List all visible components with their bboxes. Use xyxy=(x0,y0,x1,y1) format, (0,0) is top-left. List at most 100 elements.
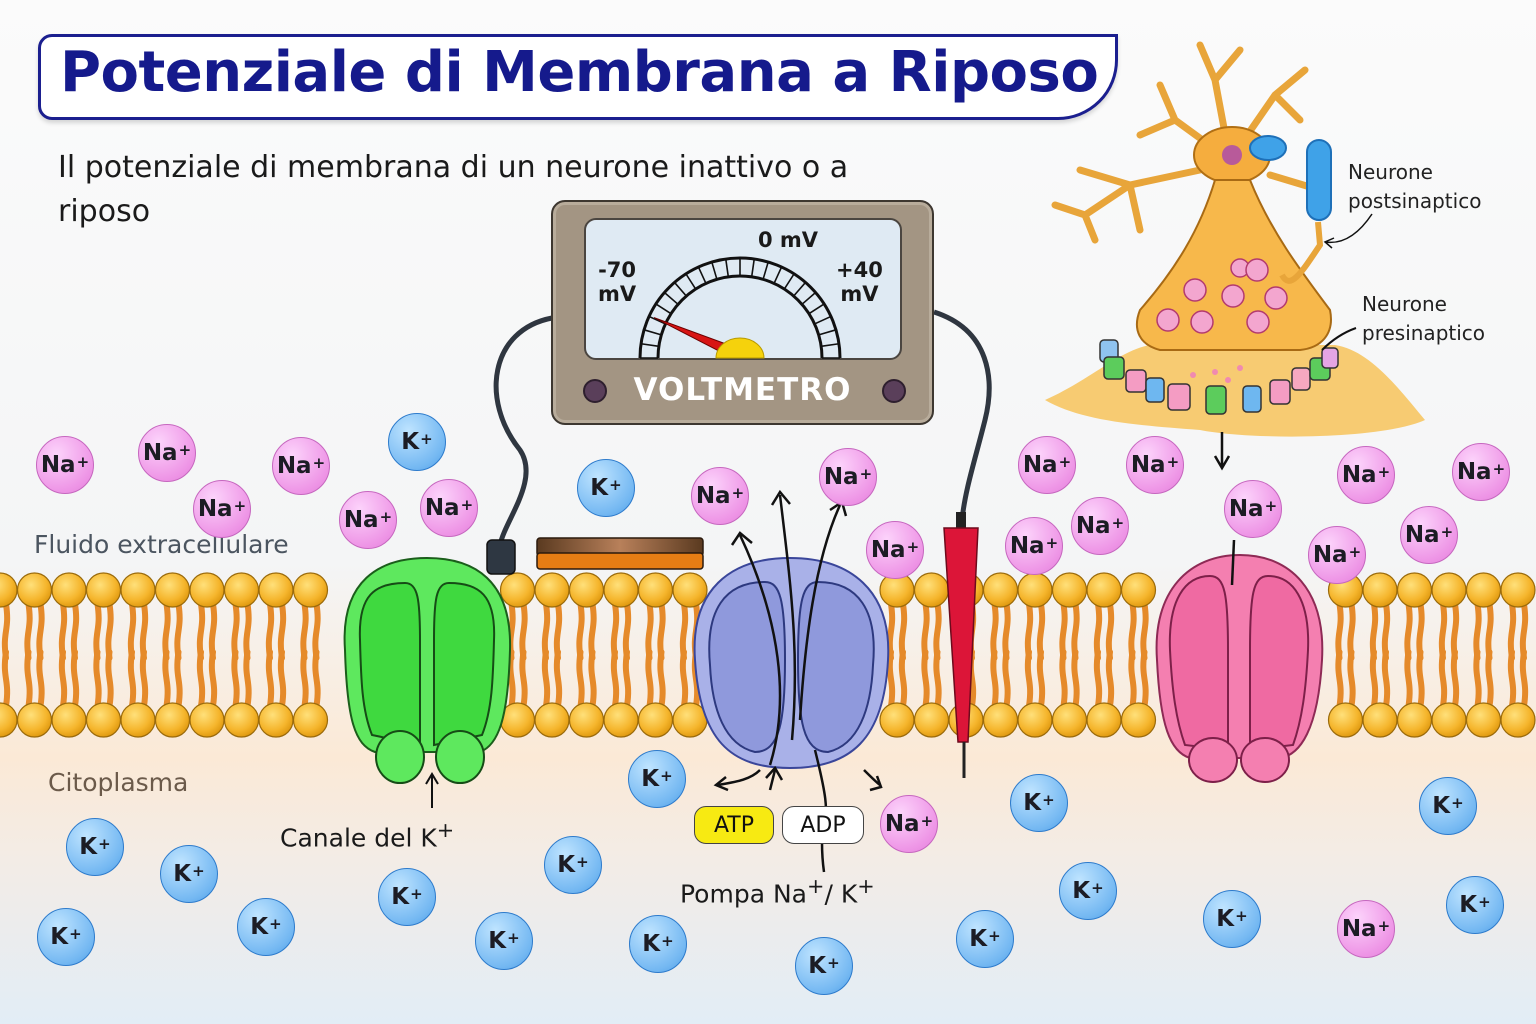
dendrites xyxy=(1051,41,1324,244)
ion-symbol: Na xyxy=(343,507,379,533)
ion-charge: + xyxy=(1111,514,1125,532)
sodium-ion: Na+ xyxy=(1337,446,1395,504)
potassium-ion: K+ xyxy=(577,459,635,517)
ion-charge: + xyxy=(609,476,622,494)
sodium-ion: Na+ xyxy=(138,424,196,482)
ion-charge: + xyxy=(1440,523,1454,541)
ion-symbol: K xyxy=(557,852,576,878)
sodium-ion: Na+ xyxy=(1452,443,1510,501)
ion-charge: + xyxy=(1045,534,1059,552)
gauge-max-label: +40 mV xyxy=(836,258,883,306)
ion-symbol: K xyxy=(1432,793,1451,819)
ion-symbol: Na xyxy=(1009,533,1045,559)
potassium-ion: K+ xyxy=(378,868,436,926)
ion-charge: + xyxy=(312,454,326,472)
ion-symbol: K xyxy=(391,884,410,910)
ion-charge: + xyxy=(660,767,673,785)
voltmeter-knob-right[interactable] xyxy=(882,379,906,403)
label-text: / K xyxy=(824,879,858,909)
ion-symbol: Na xyxy=(1456,459,1492,485)
potassium-ion: K+ xyxy=(795,937,853,995)
voltmeter-wire-left xyxy=(493,315,553,546)
ion-symbol: Na xyxy=(1341,916,1377,942)
potassium-channel-label: Canale del K+ xyxy=(280,818,454,852)
ion-charge: + xyxy=(661,932,674,950)
potassium-ion: K+ xyxy=(628,750,686,808)
ion-charge: + xyxy=(1348,543,1362,561)
charge-sup: + xyxy=(857,874,875,898)
ion-charge: + xyxy=(1377,463,1391,481)
potassium-ion: K+ xyxy=(1010,774,1068,832)
ion-charge: + xyxy=(410,885,423,903)
sodium-ion: Na+ xyxy=(1005,517,1063,575)
ion-symbol: K xyxy=(1072,878,1091,904)
ion-charge: + xyxy=(420,430,433,448)
ion-charge: + xyxy=(1478,893,1491,911)
sodium-ion: Na+ xyxy=(1071,497,1129,555)
ion-symbol: Na xyxy=(870,537,906,563)
ion-symbol: Na xyxy=(823,464,859,490)
potassium-ion: K+ xyxy=(1203,890,1261,948)
ion-symbol: Na xyxy=(424,495,460,521)
ion-symbol: K xyxy=(808,953,827,979)
ion-charge: + xyxy=(988,927,1001,945)
ion-symbol: Na xyxy=(695,483,731,509)
ion-charge: + xyxy=(379,508,393,526)
potassium-ion: K+ xyxy=(1419,777,1477,835)
ion-symbol: K xyxy=(50,924,69,950)
sodium-ion: Na+ xyxy=(420,479,478,537)
ion-symbol: K xyxy=(641,766,660,792)
gauge-min-label: -70 mV xyxy=(598,258,636,306)
potassium-ion: K+ xyxy=(475,912,533,970)
adp-badge: ADP xyxy=(782,806,864,844)
potassium-ion: K+ xyxy=(66,818,124,876)
ion-charge: + xyxy=(827,954,840,972)
ion-charge: + xyxy=(1091,879,1104,897)
ion-symbol: K xyxy=(401,429,420,455)
ion-symbol: K xyxy=(488,928,507,954)
gauge-min-value: -70 xyxy=(598,258,637,282)
sodium-ion: Na+ xyxy=(819,448,877,506)
gauge-min-unit: mV xyxy=(598,282,637,306)
sodium-ion: Na+ xyxy=(1400,506,1458,564)
sodium-ion: Na+ xyxy=(1224,480,1282,538)
ion-charge: + xyxy=(731,484,745,502)
postsynaptic-label: Neurone postsinaptico xyxy=(1348,160,1482,213)
ion-charge: + xyxy=(1264,497,1278,515)
ion-symbol: K xyxy=(642,931,661,957)
ion-symbol: K xyxy=(1216,906,1235,932)
potassium-ion: K+ xyxy=(160,845,218,903)
ion-symbol: Na xyxy=(1075,513,1111,539)
ion-symbol: Na xyxy=(1341,462,1377,488)
ion-charge: + xyxy=(460,496,474,514)
label-text: Pompa Na xyxy=(680,879,807,909)
potassium-ion: K+ xyxy=(629,915,687,973)
ion-symbol: K xyxy=(969,926,988,952)
potassium-ion: K+ xyxy=(37,908,95,966)
ion-symbol: K xyxy=(590,475,609,501)
sodium-ion: Na+ xyxy=(880,795,938,853)
ion-charge: + xyxy=(178,441,192,459)
ion-charge: + xyxy=(192,862,205,880)
label-text: Canale del K xyxy=(280,823,437,853)
ion-charge: + xyxy=(859,465,873,483)
page-title: Potenziale di Membrana a Riposo xyxy=(60,40,1099,105)
sodium-ion: Na+ xyxy=(691,467,749,525)
ion-charge: + xyxy=(920,812,934,830)
ion-symbol: K xyxy=(1023,790,1042,816)
ion-charge: + xyxy=(1492,460,1506,478)
pump-label: Pompa Na+/ K+ xyxy=(680,874,875,908)
ion-symbol: K xyxy=(79,834,98,860)
gauge-max-value: +40 xyxy=(836,258,883,282)
synapse-inset xyxy=(1045,41,1425,471)
ion-charge: + xyxy=(269,915,282,933)
ion-charge: + xyxy=(76,453,90,471)
ion-symbol: Na xyxy=(884,811,920,837)
potassium-channel xyxy=(343,556,512,808)
ion-charge: + xyxy=(69,925,82,943)
potassium-ion: K+ xyxy=(237,898,295,956)
voltmeter-knob-left[interactable] xyxy=(583,379,607,403)
ion-charge: + xyxy=(1042,791,1055,809)
reference-electrode-plate xyxy=(536,537,704,570)
ion-charge: + xyxy=(1235,907,1248,925)
